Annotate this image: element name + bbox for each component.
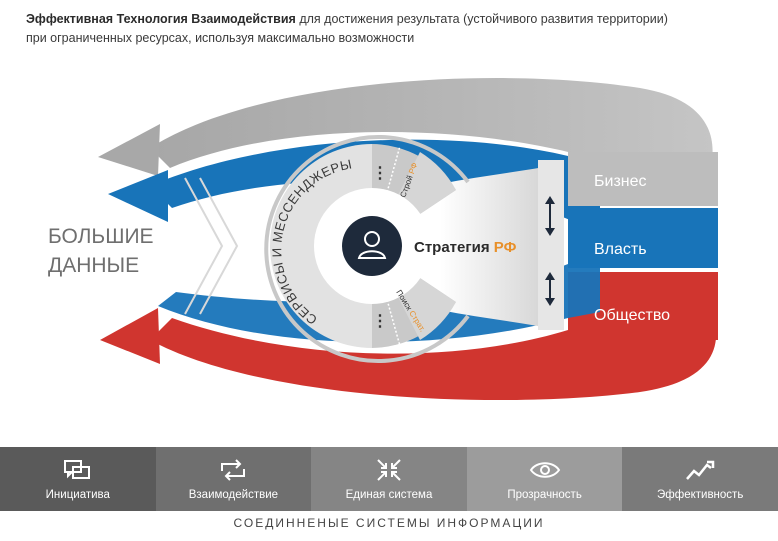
header-title-bold: Эффективная Технология Взаимодействия xyxy=(26,12,296,26)
bar-item-unified-system[interactable]: Единая система xyxy=(311,447,467,511)
user-glyph-icon xyxy=(357,231,387,259)
bar-label: Взаимодействие xyxy=(188,489,279,501)
header-line-1: Эффективная Технология Взаимодействия дл… xyxy=(26,10,766,29)
bar-label: Прозрачность xyxy=(507,489,582,501)
big-data-line-2: ДАННЫЕ xyxy=(48,254,139,277)
bar-label: Инициатива xyxy=(45,489,110,501)
neck-connector xyxy=(440,164,560,330)
bar-item-efficiency[interactable]: Эффективность xyxy=(622,447,778,511)
dots-bottom: ⋮ xyxy=(372,313,388,330)
loop-arrows-icon xyxy=(218,457,248,483)
band-business xyxy=(568,152,718,206)
converge-arrows-icon xyxy=(376,457,402,483)
diagram: СЕРВИСЫ И МЕССЕНДЖЕРЫ ⋮ ⋮ Строй РФ Поиск… xyxy=(48,78,718,401)
top-blue-arrowhead xyxy=(108,170,168,222)
bar-label: Эффективность xyxy=(657,489,744,501)
chevrons xyxy=(184,177,239,315)
band-label-power: Власть xyxy=(594,241,647,258)
top-gray-arrowhead xyxy=(98,124,160,176)
big-data-line-1: БОЛЬШИЕ xyxy=(48,225,154,248)
bar-item-interaction[interactable]: Взаимодействие xyxy=(155,447,312,511)
header: Эффективная Технология Взаимодействия дл… xyxy=(26,10,766,48)
eye-icon xyxy=(529,457,561,483)
band-power xyxy=(568,208,718,268)
header-line-2: при ограниченных ресурсах, используя мак… xyxy=(26,31,415,45)
outer-ring xyxy=(264,135,470,363)
bar-label: Единая система xyxy=(345,489,433,501)
bottom-bar: Инициатива Взаимодействие Единая система xyxy=(0,447,778,511)
neck-blue-strip xyxy=(538,160,564,330)
bar-item-initiative[interactable]: Инициатива xyxy=(0,447,156,511)
strategy-label: Стратегия РФ xyxy=(414,239,517,256)
dots-top: ⋮ xyxy=(372,165,388,182)
bar-item-transparency[interactable]: Прозрачность xyxy=(466,447,623,511)
header-title-rest: для достижения результата (устойчивого р… xyxy=(295,12,668,26)
double-arrow-top-icon xyxy=(545,196,555,236)
double-arrow-bottom-icon xyxy=(545,272,555,306)
trend-line-icon xyxy=(685,457,715,483)
band-label-business: Бизнес xyxy=(594,173,647,190)
footer-caption: СОЕДИННЕНЫЕ СИСТЕМЫ ИНФОРМАЦИИ xyxy=(233,516,545,530)
bottom-red-arrowhead xyxy=(100,308,160,364)
band-label-society: Общество xyxy=(594,307,670,324)
chat-bubbles-icon xyxy=(63,457,93,483)
